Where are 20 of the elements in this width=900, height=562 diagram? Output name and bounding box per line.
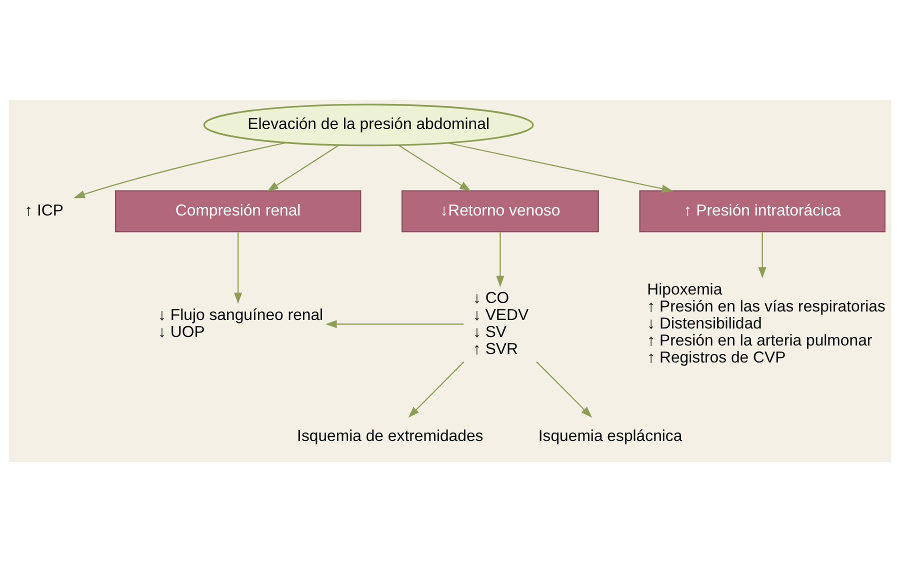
arrow (408, 361, 464, 418)
arrow (496, 232, 504, 288)
node-ellipse: Elevación de la presión abdominal (203, 104, 534, 146)
arrow (758, 232, 766, 278)
arrow (325, 320, 464, 328)
arrow (398, 144, 471, 192)
node-box: ↑ Presión intratorácica (639, 190, 886, 232)
node-text: ↓ CO ↓ VEDV ↓ SV ↑ SVR (472, 290, 529, 358)
node-text: ↑ ICP (24, 202, 64, 220)
node-text: Hipoxemia ↑ Presión en las vías respiratorias ↓ Distensibilidad ↑ Presión en la arteria pulmonar ↑ Registros de CVP (647, 281, 886, 366)
arrow (448, 142, 674, 193)
arrow (74, 142, 286, 198)
node-text: ↓ Flujo sanguíneo renal ↓ UOP (158, 306, 324, 341)
node-text: Isquemia esplácnica (538, 428, 682, 446)
arrow (267, 144, 340, 192)
arrow (234, 232, 242, 304)
node-box: Compresión renal (114, 190, 362, 232)
node-text: Isquemia de extremidades (297, 428, 484, 446)
node-box: ↓Retorno venoso (401, 190, 599, 232)
arrow (536, 361, 592, 418)
